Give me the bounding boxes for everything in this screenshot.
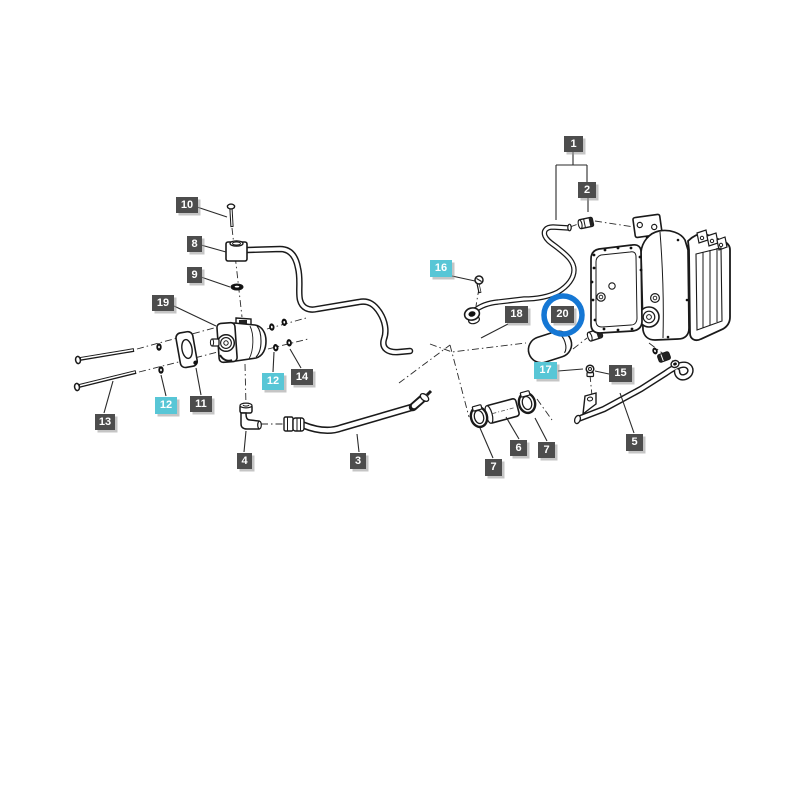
return-pipe-5-drawing xyxy=(573,347,694,425)
hose-3-drawing xyxy=(283,389,433,435)
transmission-housing-drawing xyxy=(590,213,731,342)
washer-9-drawing xyxy=(230,283,244,291)
part-label-10[interactable]: 10 xyxy=(176,197,198,213)
part-label-2[interactable]: 2 xyxy=(578,182,596,198)
part-label-13[interactable]: 13 xyxy=(95,414,115,430)
part-label-12-right[interactable]: 12 xyxy=(262,373,284,390)
part-label-20-selected[interactable]: 20 xyxy=(551,306,574,323)
part-label-18[interactable]: 18 xyxy=(505,306,528,323)
suction-pipe-8-drawing xyxy=(225,240,414,356)
part-label-12-left[interactable]: 12 xyxy=(155,397,177,414)
part-label-11[interactable]: 11 xyxy=(190,396,212,412)
clamp-7-right-drawing xyxy=(517,390,537,415)
part-label-7-left[interactable]: 7 xyxy=(485,459,502,476)
stud-13-drawing xyxy=(73,348,137,392)
part-label-14[interactable]: 14 xyxy=(291,369,313,385)
elbow-fitting-4-drawing xyxy=(239,402,262,430)
bolt-15-drawing xyxy=(585,364,595,378)
part-label-8[interactable]: 8 xyxy=(187,236,202,252)
part-label-16[interactable]: 16 xyxy=(430,260,452,277)
connector-2-drawing xyxy=(577,216,595,230)
selection-ring xyxy=(541,293,585,337)
part-label-4[interactable]: 4 xyxy=(237,453,252,469)
part-label-7-right[interactable]: 7 xyxy=(538,442,555,458)
washer-12-left-drawing xyxy=(156,343,164,374)
part-label-17[interactable]: 17 xyxy=(534,362,557,379)
hose-6-drawing xyxy=(484,398,520,424)
pipe-18-drawing xyxy=(463,223,577,325)
gasket-11-drawing xyxy=(175,330,199,369)
part-label-5[interactable]: 5 xyxy=(626,434,643,451)
part-label-19[interactable]: 19 xyxy=(152,295,174,311)
bolt-10-drawing xyxy=(226,203,236,228)
washers-12-14-right-drawing xyxy=(269,318,292,352)
part-label-6[interactable]: 6 xyxy=(510,440,527,456)
hydraulic-pump-19-drawing xyxy=(209,317,267,364)
part-label-3[interactable]: 3 xyxy=(350,453,366,469)
part-label-9[interactable]: 9 xyxy=(187,267,202,283)
part-label-1[interactable]: 1 xyxy=(564,136,583,152)
leader-lines xyxy=(103,152,635,459)
part-label-15[interactable]: 15 xyxy=(609,365,632,382)
clamp-7-left-drawing xyxy=(469,404,489,429)
bolt-16-drawing xyxy=(474,275,484,294)
